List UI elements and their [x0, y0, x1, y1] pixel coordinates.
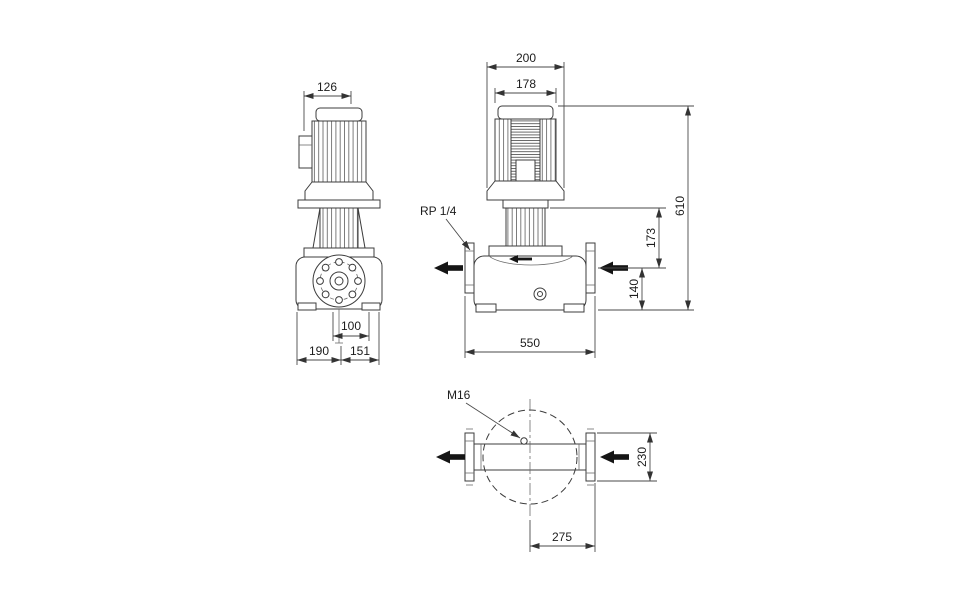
dim-610: 610	[558, 105, 694, 311]
gauge-port-label: RP 1/4	[420, 204, 457, 218]
front-foot-left	[475, 303, 497, 313]
dim-label-173: 173	[644, 228, 658, 248]
dim-200: 200	[486, 51, 565, 188]
side-stool	[297, 199, 381, 258]
side-foot-left	[297, 302, 317, 311]
dim-label-190: 190	[309, 344, 329, 358]
front-motor-cap	[497, 105, 554, 120]
dim-100: 100	[332, 312, 370, 341]
dim-label-200: 200	[516, 51, 536, 65]
port-flange-right	[585, 242, 596, 294]
top-flange-left	[464, 428, 475, 486]
side-motor	[298, 107, 374, 201]
dim-140: 140	[598, 267, 666, 310]
motor-nameplate	[515, 159, 536, 182]
side-foot-right	[361, 302, 381, 311]
gauge-port-callout: RP 1/4	[420, 204, 471, 251]
side-view: 126 100 190 151	[295, 80, 383, 365]
volute-body	[473, 255, 587, 311]
flow-arrow-outlet-top-icon	[436, 450, 465, 464]
front-stool-flange	[502, 199, 549, 209]
front-view: RP 1/4 200 178 610 173	[420, 51, 694, 358]
dim-label-610: 610	[673, 196, 687, 216]
dim-275: 275	[529, 483, 596, 552]
dim-label-275: 275	[552, 530, 572, 544]
side-pump-casing	[295, 254, 383, 344]
dim-label-140: 140	[627, 279, 641, 299]
dim-178: 178	[494, 77, 557, 103]
top-flange-right	[585, 428, 596, 486]
dim-173: 173	[550, 207, 666, 268]
front-pump-casing	[464, 242, 596, 313]
side-stool-flange	[297, 199, 381, 209]
dim-190-151: 190 151	[296, 312, 380, 365]
bolt-thread-label: M16	[447, 388, 471, 402]
front-foot-right	[563, 303, 585, 313]
front-stool	[488, 199, 563, 257]
dim-230: 230	[597, 432, 657, 482]
dim-label-550: 550	[520, 336, 540, 350]
side-fan-cover	[304, 181, 374, 201]
gauge-tapping-hole	[520, 437, 528, 445]
dim-label-151: 151	[350, 344, 370, 358]
dim-label-178: 178	[516, 77, 536, 91]
flow-arrow-outlet-icon	[434, 261, 463, 275]
terminal-box	[298, 135, 313, 169]
port-flange-left	[464, 242, 475, 294]
front-seal-plate	[488, 245, 563, 257]
bolt-callout: M16	[447, 388, 521, 439]
front-fan-cover	[486, 180, 565, 201]
front-motor	[486, 105, 565, 201]
dim-label-126: 126	[317, 80, 337, 94]
flow-arrow-inlet-top-icon	[600, 450, 629, 464]
dim-label-100: 100	[341, 319, 361, 333]
top-view: M16 230 275	[436, 388, 657, 552]
side-motor-cap	[315, 107, 363, 122]
dim-label-230: 230	[635, 447, 649, 467]
dim-550: 550	[464, 296, 596, 358]
dim-126: 126	[303, 80, 352, 131]
